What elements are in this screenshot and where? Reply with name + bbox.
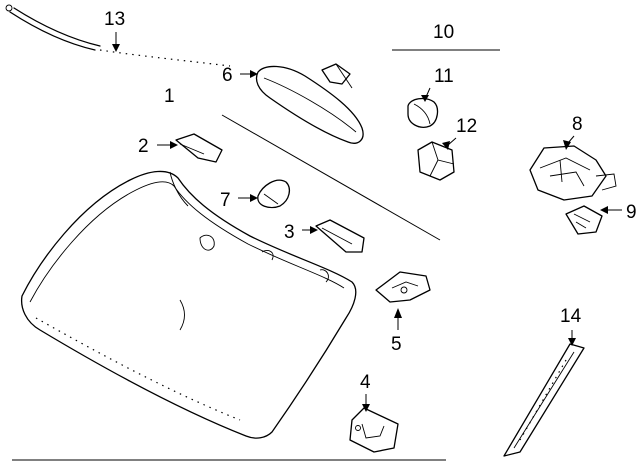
arrow-12-icon <box>442 141 450 150</box>
part-12-sensor-bracket <box>417 141 455 181</box>
callout-13: 13 <box>104 9 125 30</box>
arrow-3-icon <box>310 226 318 234</box>
callout-3: 3 <box>284 222 295 243</box>
part-4-mounting-bracket <box>349 407 399 453</box>
part-11-sensor-cover <box>407 97 439 128</box>
callout-9: 9 <box>626 202 637 223</box>
callout-6: 6 <box>222 65 233 86</box>
arrow-8-icon <box>563 140 571 150</box>
callout-14: 14 <box>560 306 582 327</box>
arrow-11-icon <box>421 95 429 102</box>
callout-7: 7 <box>220 190 231 211</box>
arrow-13-icon <box>112 44 120 52</box>
callout-2: 2 <box>138 136 149 157</box>
part-14-pillar-molding <box>503 343 585 457</box>
callout-5: 5 <box>391 334 402 355</box>
arrow-14-icon <box>568 338 576 346</box>
callout-10: 10 <box>433 22 454 43</box>
arrow-9-icon <box>600 206 608 214</box>
part-5-bracket <box>375 271 431 303</box>
arrow-2-icon <box>170 141 178 149</box>
part-9-connector <box>565 205 603 235</box>
arrow-4-icon <box>362 404 370 412</box>
callout-11: 11 <box>434 66 454 87</box>
arrow-5-icon <box>394 308 402 318</box>
windshield-glass <box>20 170 357 439</box>
callout-12: 12 <box>456 116 477 137</box>
part-6-rear-view-mirror <box>255 63 364 144</box>
arrow-6-icon <box>250 70 258 78</box>
part-13-top-molding <box>5 4 231 67</box>
divider-1 <box>221 114 441 241</box>
callout-1: 1 <box>164 86 175 107</box>
part-3-molding-clip <box>315 219 365 253</box>
arrow-7-icon <box>250 194 258 202</box>
callout-8: 8 <box>572 114 583 135</box>
part-8-sensor-module <box>529 145 617 201</box>
part-2-molding-clip <box>175 133 223 163</box>
part-7-cover <box>257 179 291 209</box>
callout-4: 4 <box>360 372 371 393</box>
